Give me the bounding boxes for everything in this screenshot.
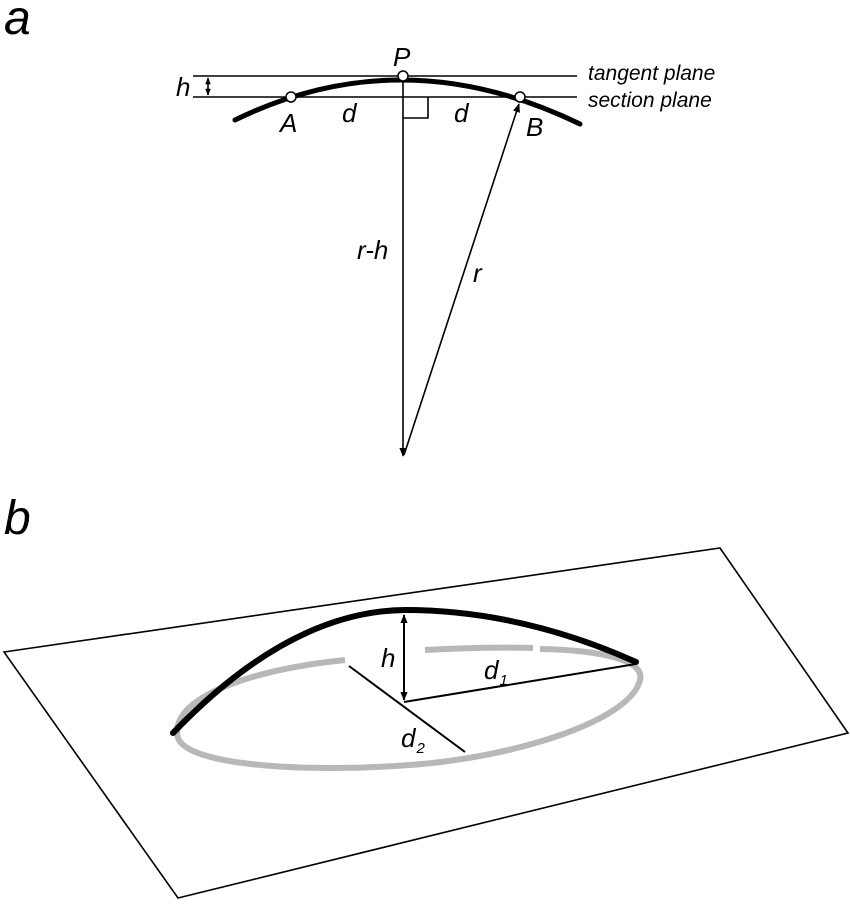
base-plane bbox=[2, 547, 850, 899]
point-p bbox=[397, 70, 409, 82]
label-r-minus-h: r-h bbox=[357, 235, 388, 265]
label-p: P bbox=[393, 42, 411, 72]
label-d2: d2 bbox=[401, 723, 425, 757]
label-tangent-plane: tangent plane bbox=[588, 62, 715, 85]
label-r: r bbox=[473, 258, 483, 288]
section-ellipse bbox=[174, 644, 644, 771]
label-d1: d1 bbox=[484, 655, 508, 689]
label-section-plane: section plane bbox=[588, 89, 712, 112]
label-h-a: h bbox=[176, 72, 190, 102]
label-d-left: d bbox=[342, 98, 358, 128]
label-d-right: d bbox=[454, 98, 470, 128]
d2-line bbox=[348, 665, 466, 753]
d1-line bbox=[403, 663, 637, 703]
point-a bbox=[285, 91, 297, 103]
right-angle-mark bbox=[403, 97, 429, 119]
label-a: A bbox=[278, 108, 297, 138]
cap-arc bbox=[170, 606, 639, 736]
radius-line bbox=[403, 103, 520, 456]
panel-b: b h d1 d2 bbox=[2, 492, 850, 899]
panel-b-letter: b bbox=[4, 492, 31, 545]
point-b bbox=[514, 91, 526, 103]
panel-a-letter: a bbox=[4, 0, 31, 45]
label-b: B bbox=[526, 112, 543, 142]
panel-a: a P A B h d d r-h r tangent plane sectio… bbox=[4, 0, 715, 457]
label-h-b: h bbox=[381, 643, 395, 673]
